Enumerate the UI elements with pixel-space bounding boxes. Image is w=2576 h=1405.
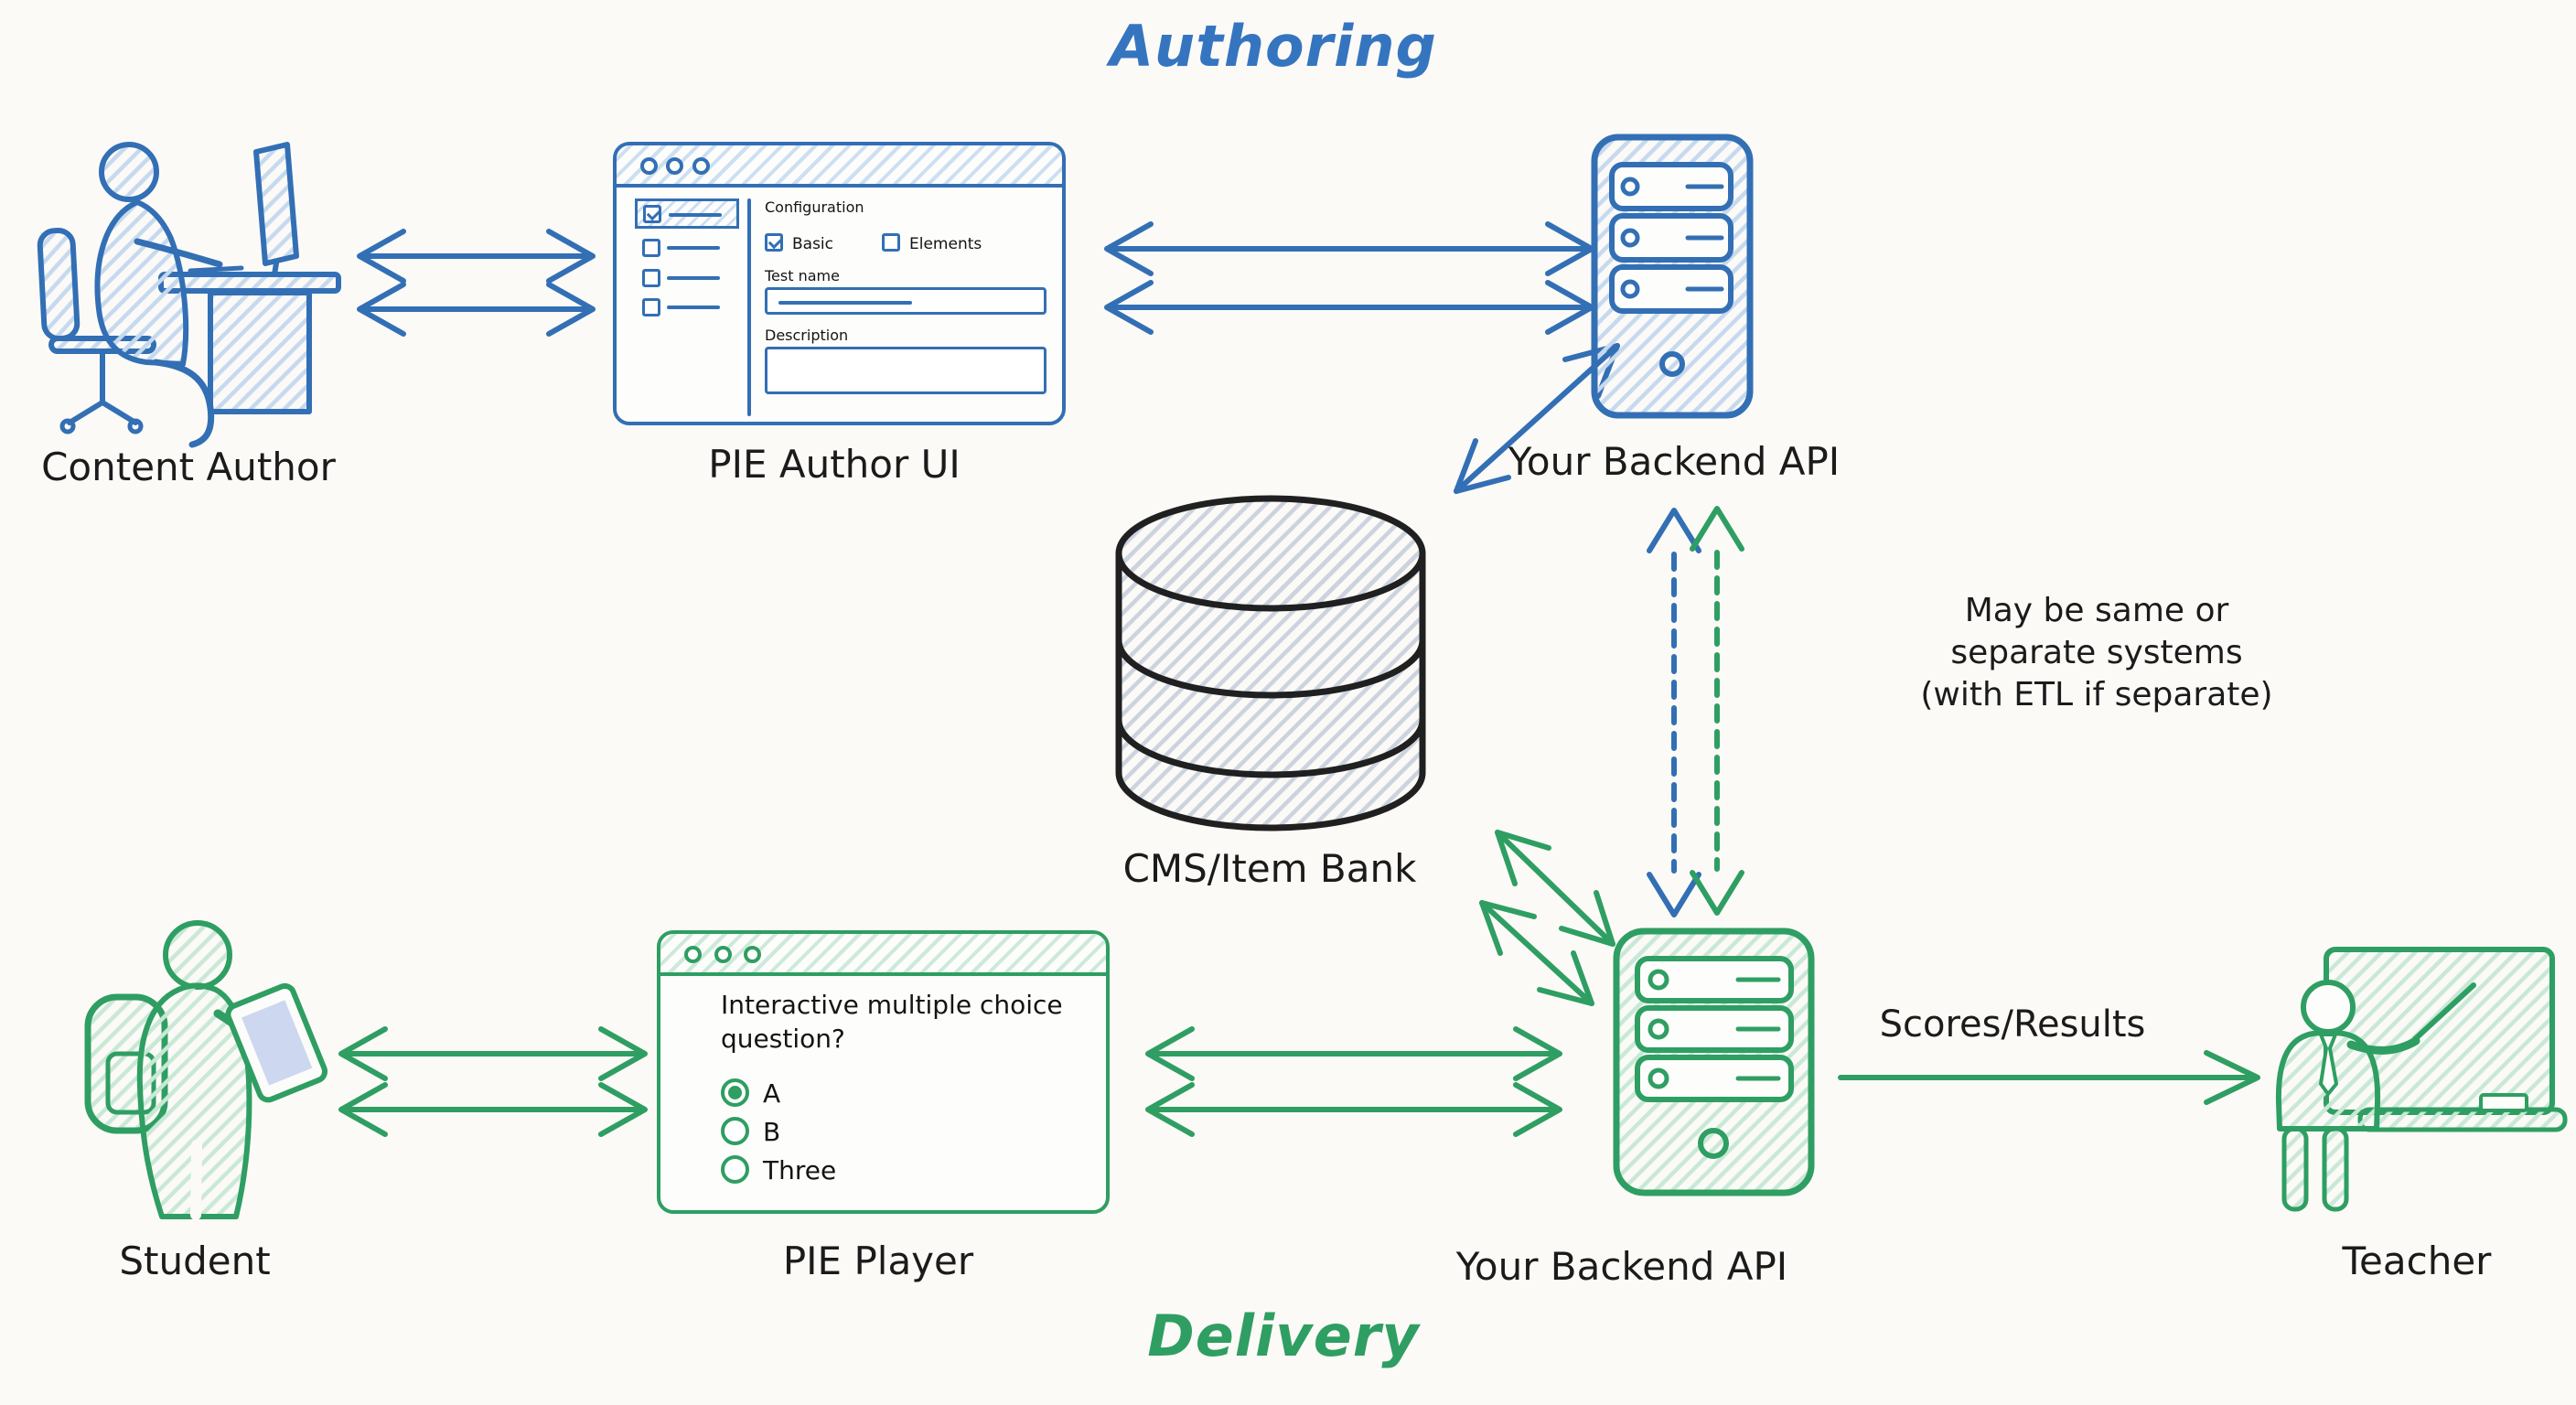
description-label: Description bbox=[765, 327, 849, 344]
student-label: Student bbox=[119, 1239, 271, 1283]
server-authoring-icon bbox=[1591, 134, 1754, 419]
delivery-title: Delivery bbox=[1147, 1303, 1420, 1369]
description-textarea[interactable] bbox=[765, 347, 1046, 394]
arrows-ui-to-backend bbox=[1104, 221, 1594, 335]
systems-note: May be same or separate systems (with ET… bbox=[1920, 590, 2272, 716]
arrows-cms-to-backend-delivery bbox=[1479, 830, 1615, 1006]
option-b-label: B bbox=[763, 1117, 781, 1147]
sidebar-item-line bbox=[669, 213, 722, 217]
basic-checkbox-label: Basic bbox=[792, 235, 834, 253]
sidebar-item-line bbox=[667, 306, 720, 309]
pie-player-label: PIE Player bbox=[782, 1239, 974, 1283]
note-line-3: (with ETL if separate) bbox=[1920, 676, 2273, 714]
window-dot-icon bbox=[684, 946, 702, 963]
arrows-player-to-backend bbox=[1145, 1026, 1562, 1137]
elements-checkbox[interactable] bbox=[882, 233, 900, 252]
teacher-figure bbox=[2275, 947, 2568, 1212]
content-author-label: Content Author bbox=[41, 445, 336, 489]
person-pointing-icon bbox=[2275, 980, 2476, 1212]
pie-author-ui-window: Configuration Basic Elements Test name D… bbox=[613, 142, 1066, 425]
arrows-author-to-ui bbox=[357, 229, 596, 337]
scores-results-label: Scores/Results bbox=[1879, 1003, 2146, 1046]
window-titlebar bbox=[617, 145, 1062, 188]
basic-checkbox[interactable] bbox=[765, 233, 783, 252]
content-author-figure bbox=[37, 142, 341, 448]
note-line-2: separate systems bbox=[1950, 634, 2243, 672]
sidebar-checkbox[interactable] bbox=[642, 298, 660, 316]
authoring-title: Authoring bbox=[1110, 13, 1437, 80]
radio-option-b[interactable] bbox=[721, 1117, 749, 1145]
person-sitting-icon bbox=[94, 142, 223, 448]
arrows-student-to-player bbox=[338, 1026, 648, 1137]
arrow-dashed-blue-sync bbox=[1647, 508, 1701, 917]
window-titlebar bbox=[660, 934, 1106, 976]
arrow-scores-results bbox=[1838, 1050, 2260, 1105]
radio-option-three[interactable] bbox=[721, 1155, 749, 1184]
sidebar-divider bbox=[747, 198, 751, 416]
server-delivery-icon bbox=[1613, 928, 1815, 1196]
student-figure bbox=[84, 920, 328, 1220]
tablet-icon bbox=[225, 982, 328, 1103]
sidebar-checkbox[interactable] bbox=[642, 239, 660, 257]
radio-option-a[interactable] bbox=[721, 1078, 749, 1107]
elements-checkbox-label: Elements bbox=[909, 235, 982, 253]
window-dot-icon bbox=[666, 157, 683, 175]
question-text: Interactive multiple choice question? bbox=[721, 990, 1063, 1054]
sidebar-checkbox[interactable] bbox=[642, 269, 660, 287]
tie-icon bbox=[2319, 1033, 2338, 1096]
test-name-label: Test name bbox=[765, 267, 840, 284]
input-text-stub bbox=[778, 301, 912, 305]
pointer-stick-icon bbox=[2412, 982, 2476, 1042]
person-standing-icon bbox=[136, 920, 266, 1220]
configuration-heading: Configuration bbox=[765, 198, 864, 216]
test-name-input[interactable] bbox=[765, 287, 1046, 315]
blackboard-icon bbox=[2324, 947, 2568, 1132]
window-dot-icon bbox=[640, 157, 658, 175]
sidebar-item-line bbox=[667, 246, 720, 250]
sidebar-item-line bbox=[667, 276, 720, 280]
teacher-label: Teacher bbox=[2342, 1239, 2492, 1283]
option-a-label: A bbox=[763, 1078, 781, 1109]
note-line-1: May be same or bbox=[1964, 592, 2229, 629]
window-dot-icon bbox=[692, 157, 710, 175]
pie-player-window: Interactive multiple choice question? A … bbox=[657, 930, 1110, 1214]
arrow-dashed-green-sync bbox=[1690, 506, 1744, 916]
sidebar-item-selected[interactable] bbox=[635, 198, 739, 229]
backend-api-delivery-label: Your Backend API bbox=[1455, 1244, 1788, 1289]
pie-author-ui-label: PIE Author UI bbox=[708, 442, 961, 487]
option-three-label: Three bbox=[763, 1155, 837, 1185]
database-icon bbox=[1115, 495, 1426, 831]
backend-api-authoring-label: Your Backend API bbox=[1508, 439, 1841, 484]
cms-item-bank-label: CMS/Item Bank bbox=[1122, 846, 1417, 891]
window-dot-icon bbox=[714, 946, 732, 963]
checkbox-checked-icon[interactable] bbox=[643, 205, 661, 223]
window-dot-icon bbox=[744, 946, 761, 963]
monitor-icon bbox=[188, 142, 299, 277]
